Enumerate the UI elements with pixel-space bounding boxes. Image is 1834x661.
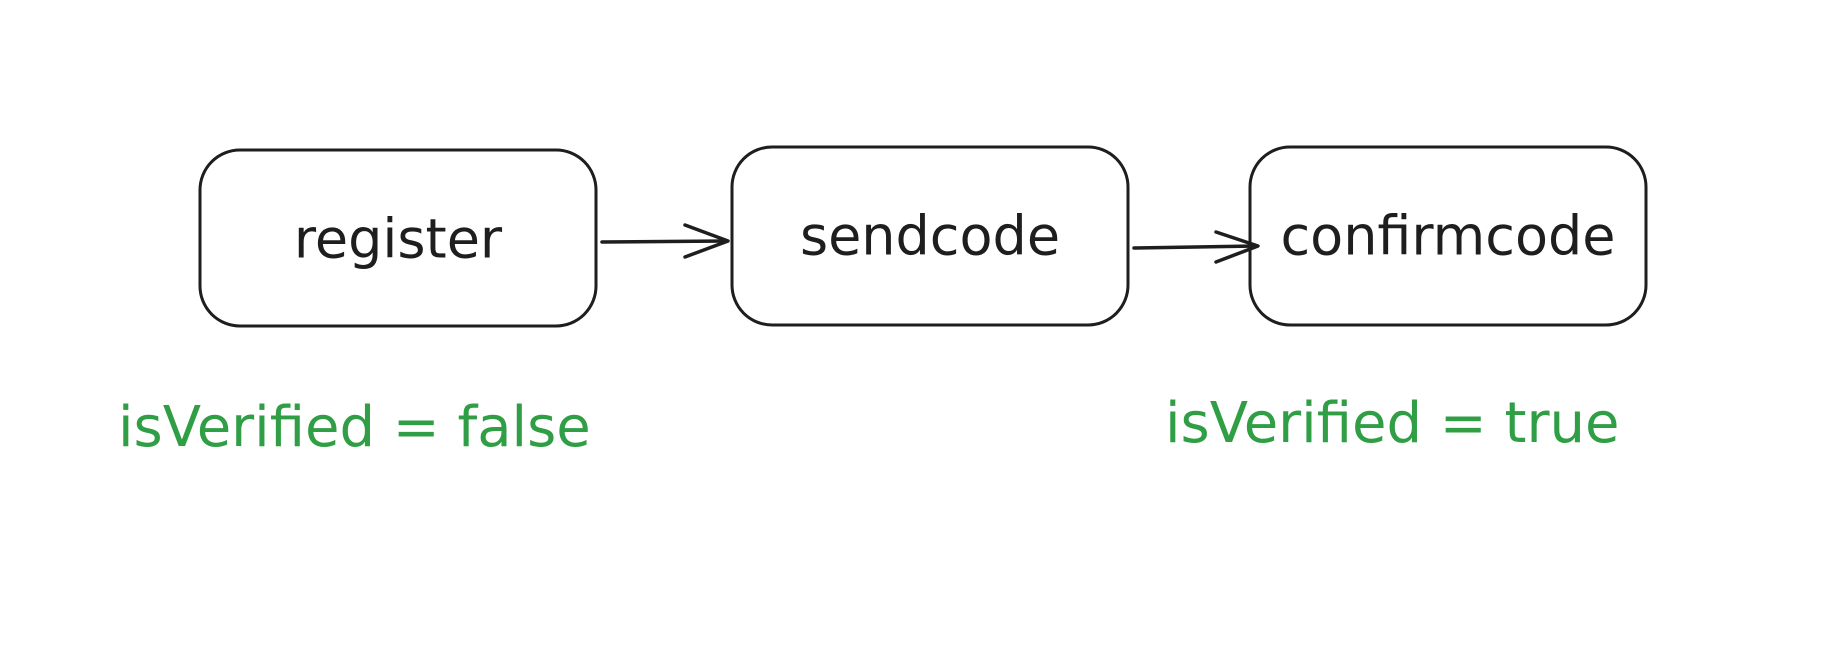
edge-register-to-sendcode[interactable] <box>600 223 730 259</box>
node-sendcode[interactable]: sendcode <box>730 145 1130 327</box>
node-confirmcode-label: confirmcode <box>1280 205 1615 268</box>
node-sendcode-label: sendcode <box>800 205 1060 268</box>
node-confirmcode-box <box>1248 145 1648 327</box>
edge-register-to-sendcode-arrowhead <box>683 223 730 259</box>
node-sendcode-box <box>730 145 1130 327</box>
node-confirmcode[interactable]: confirmcode <box>1248 145 1648 327</box>
edge-sendcode-to-confirmcode-arrowhead <box>1214 230 1260 264</box>
edge-sendcode-to-confirmcode-line <box>1132 244 1258 250</box>
node-register[interactable]: register <box>198 148 598 328</box>
edge-sendcode-to-confirmcode[interactable] <box>1132 230 1260 264</box>
annotation-confirmcode-state: isVerified = true <box>1165 391 1619 456</box>
edge-register-to-sendcode-line <box>600 239 728 244</box>
node-register-label: register <box>294 208 503 271</box>
annotation-register-state: isVerified = false <box>118 395 591 460</box>
node-register-box <box>198 148 598 328</box>
